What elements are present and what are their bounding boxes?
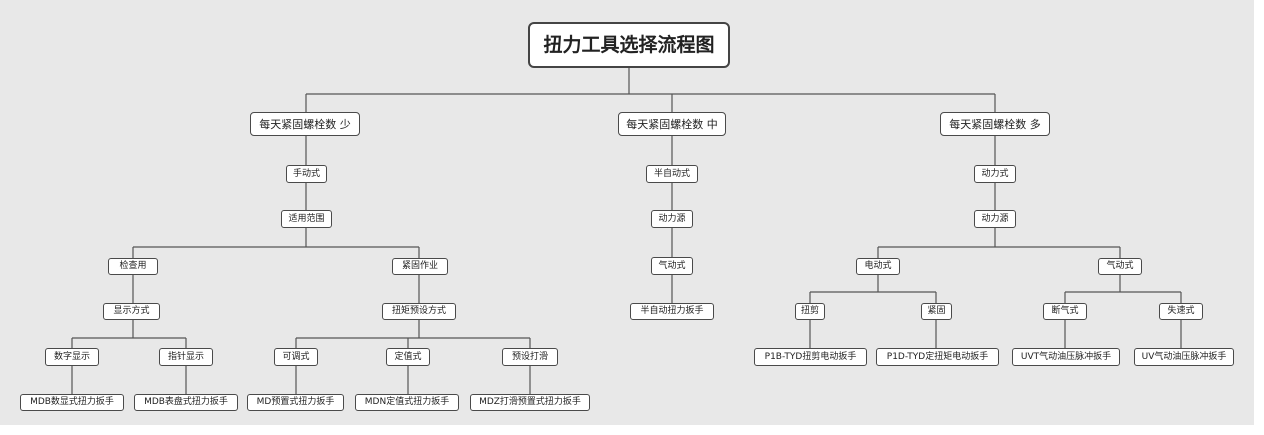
connector-root-to-branches xyxy=(305,68,996,112)
branch-medium-node[interactable]: 每天紧固螺栓数 中 xyxy=(618,112,726,136)
product-p1b-node[interactable]: P1B-TYD扭剪电动扳手 xyxy=(754,348,867,366)
preset-mode-node[interactable]: 扭矩预设方式 xyxy=(382,303,456,320)
product-mdz-slip-node[interactable]: MDZ打滑预置式扭力扳手 xyxy=(470,394,590,411)
product-md-preset-node[interactable]: MD预置式扭力扳手 xyxy=(247,394,344,411)
electric-node[interactable]: 电动式 xyxy=(856,258,900,275)
adjustable-node[interactable]: 可调式 xyxy=(274,348,318,366)
product-mdb-dial-node[interactable]: MDB表盘式扭力扳手 xyxy=(134,394,238,411)
shear-node[interactable]: 扭剪 xyxy=(795,303,825,320)
manual-node[interactable]: 手动式 xyxy=(286,165,327,183)
product-semi-auto-node[interactable]: 半自动扭力扳手 xyxy=(630,303,714,320)
display-mode-node[interactable]: 显示方式 xyxy=(103,303,160,320)
connector-preset-split xyxy=(295,337,531,348)
connector-display-split xyxy=(71,337,187,348)
pointer-display-node[interactable]: 指针显示 xyxy=(159,348,213,366)
semi-auto-node[interactable]: 半自动式 xyxy=(646,165,698,183)
connector-scope-split xyxy=(132,246,420,258)
inspection-node[interactable]: 检查用 xyxy=(108,258,158,275)
powered-node[interactable]: 动力式 xyxy=(974,165,1016,183)
digital-display-node[interactable]: 数字显示 xyxy=(45,348,99,366)
connector-electric-split xyxy=(809,275,937,303)
diagram-canvas: 扭力工具选择流程图 每天紧固螺栓数 少 每天紧固螺栓数 中 每天紧固螺栓数 多 … xyxy=(0,0,1254,425)
connector-power-split xyxy=(877,246,1121,258)
many-power-source-node[interactable]: 动力源 xyxy=(974,210,1016,228)
product-mdb-digital-node[interactable]: MDB数显式扭力扳手 xyxy=(20,394,124,411)
product-mdn-fixed-node[interactable]: MDN定值式扭力扳手 xyxy=(355,394,459,411)
branch-many-node[interactable]: 每天紧固螺栓数 多 xyxy=(940,112,1050,136)
branch-few-node[interactable]: 每天紧固螺栓数 少 xyxy=(250,112,360,136)
scope-node[interactable]: 适用范围 xyxy=(281,210,332,228)
fasten-node[interactable]: 紧固 xyxy=(921,303,952,320)
cutoff-node[interactable]: 断气式 xyxy=(1043,303,1087,320)
stall-node[interactable]: 失速式 xyxy=(1159,303,1203,320)
product-p1d-node[interactable]: P1D-TYD定扭矩电动扳手 xyxy=(876,348,999,366)
root-node-title[interactable]: 扭力工具选择流程图 xyxy=(528,22,730,68)
connector-pneumatic-split xyxy=(1064,275,1182,303)
many-pneumatic-node[interactable]: 气动式 xyxy=(1098,258,1142,275)
fixed-value-node[interactable]: 定值式 xyxy=(386,348,430,366)
product-uvt-node[interactable]: UVT气动油压脉冲扳手 xyxy=(1012,348,1120,366)
fastening-node[interactable]: 紧固作业 xyxy=(392,258,448,275)
medium-power-source-node[interactable]: 动力源 xyxy=(651,210,693,228)
connector-lines xyxy=(71,68,1182,394)
preset-slip-node[interactable]: 预设打滑 xyxy=(502,348,558,366)
medium-pneumatic-node[interactable]: 气动式 xyxy=(651,257,693,275)
product-uv-node[interactable]: UV气动油压脉冲扳手 xyxy=(1134,348,1234,366)
